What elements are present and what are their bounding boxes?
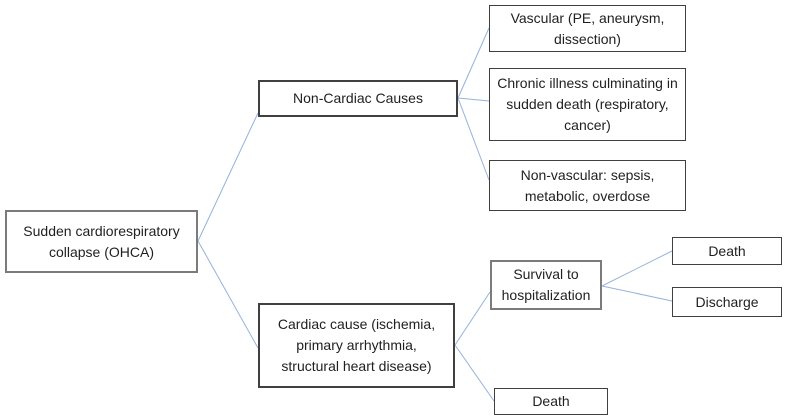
node-vascular-label: Vascular (PE, aneurysm, dissection): [510, 9, 665, 47]
node-death-prehospital: Death: [494, 388, 608, 415]
connector-line: [197, 240, 259, 349]
node-chronic-illness: Chronic illness culminating in sudden de…: [489, 68, 686, 141]
node-non-vascular: Non-vascular: sepsis, metabolic, overdos…: [489, 160, 686, 211]
node-death-prehospital-label: Death: [532, 393, 570, 409]
node-non-cardiac-causes-label: Non-Cardiac Causes: [293, 90, 423, 106]
connector-line: [197, 112, 259, 242]
node-death-after-survival: Death: [672, 237, 782, 265]
connector-line: [601, 250, 673, 287]
node-vascular: Vascular (PE, aneurysm, dissection): [489, 5, 686, 52]
node-discharge: Discharge: [672, 287, 782, 317]
connector-line: [454, 344, 495, 402]
node-death-after-survival-label: Death: [708, 242, 746, 259]
node-cardiac-cause: Cardiac cause (ischemia, primary arrhyth…: [258, 303, 455, 388]
node-discharge-label: Discharge: [695, 293, 759, 310]
connector-line: [457, 97, 490, 181]
node-non-cardiac-causes: Non-Cardiac Causes: [258, 80, 458, 117]
connector-line: [457, 97, 490, 102]
node-chronic-illness-label: Chronic illness culminating in sudden de…: [497, 75, 678, 133]
node-sudden-collapse-label: Sudden cardiorespiratory collapse (OHCA): [23, 222, 180, 260]
node-survival-to-hospitalization: Survival to hospitalization: [490, 260, 602, 310]
node-cardiac-cause-label: Cardiac cause (ischemia, primary arrhyth…: [277, 316, 436, 374]
node-non-vascular-label: Non-vascular: sepsis, metabolic, overdos…: [520, 166, 655, 204]
node-sudden-collapse: Sudden cardiorespiratory collapse (OHCA): [5, 210, 198, 273]
connector-line: [457, 27, 490, 99]
connector-line: [454, 291, 491, 346]
connector-line: [601, 285, 673, 302]
node-survival-label: Survival to hospitalization: [501, 266, 591, 303]
